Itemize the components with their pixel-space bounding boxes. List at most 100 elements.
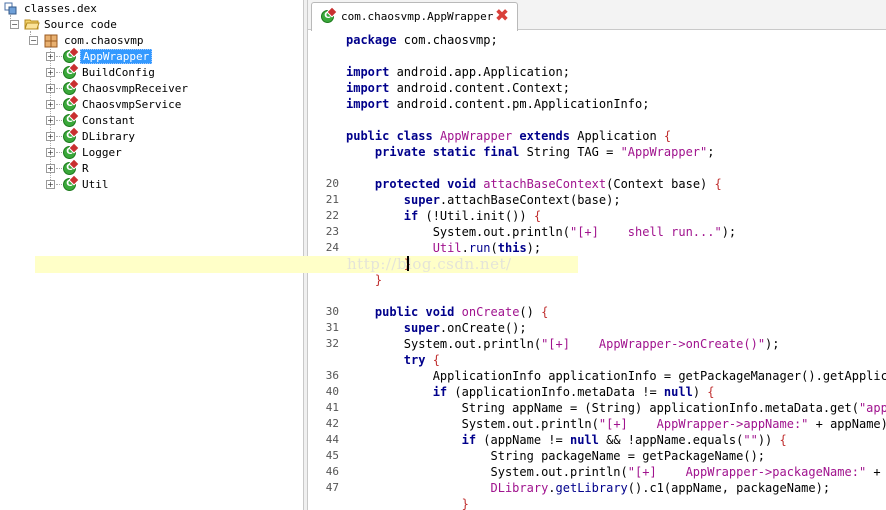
code-token: [346, 353, 404, 367]
code-token: [346, 241, 433, 255]
expand-icon[interactable]: +: [46, 100, 55, 109]
code-line[interactable]: public class AppWrapper extends Applicat…: [346, 128, 671, 144]
code-token: Application: [570, 129, 664, 143]
code-token: [346, 209, 404, 223]
code-line[interactable]: }: [346, 256, 411, 272]
code-line[interactable]: protected void attachBaseContext(Context…: [346, 176, 722, 192]
code-token: [346, 193, 404, 207]
text-cursor: [407, 256, 409, 271]
tree-guide: [56, 184, 62, 185]
code-line[interactable]: }: [346, 496, 469, 510]
expand-icon[interactable]: +: [46, 52, 55, 61]
code-line[interactable]: System.out.println("[+] AppWrapper->onCr…: [346, 336, 780, 352]
code-line[interactable]: DLibrary.getLibrary().c1(appName, packag…: [346, 480, 831, 496]
line-number: 45: [325, 449, 339, 462]
code-line[interactable]: if (applicationInfo.metaData != null) {: [346, 384, 715, 400]
code-token: [346, 145, 375, 159]
keyword-token: try: [403, 353, 426, 367]
code-token: System.out.println(: [346, 465, 628, 479]
code-token: .: [461, 241, 469, 255]
code-editor[interactable]: C com.chaosvmp.AppWrapper ✖: [308, 0, 886, 510]
tree-guide: [56, 88, 62, 89]
string-token: "[+] AppWrapper->packageName:": [627, 465, 867, 479]
code-line[interactable]: String appName = (String) applicationInf…: [346, 400, 886, 416]
line-number: 47: [325, 481, 339, 494]
code-line[interactable]: if (!Util.init()) {: [346, 208, 541, 224]
panel-splitter[interactable]: [303, 0, 308, 510]
keyword-token: super: [403, 321, 440, 335]
code-token: )): [757, 433, 780, 447]
line-number: 42: [325, 417, 339, 430]
close-icon[interactable]: ✖: [494, 6, 510, 26]
tree-label-package: com.chaosvmp: [64, 34, 144, 47]
code-line[interactable]: private static final String TAG = "AppWr…: [346, 144, 715, 160]
code-line[interactable]: ApplicationInfo applicationInfo = getPac…: [346, 368, 886, 384]
code-line[interactable]: public void onCreate() {: [346, 304, 548, 320]
code-token: + packageName);: [873, 465, 881, 479]
class-icon: C: [63, 130, 76, 143]
expand-icon[interactable]: +: [46, 116, 55, 125]
code-line[interactable]: String packageName = getPackageName();: [346, 448, 765, 464]
keyword-token: import: [346, 97, 390, 111]
expand-icon[interactable]: +: [46, 164, 55, 173]
keyword-token: private static final: [374, 145, 520, 159]
tree-label-class: BuildConfig: [82, 66, 155, 79]
expand-icon[interactable]: +: [46, 132, 55, 141]
watermark: http://blog.csdn.net/: [347, 255, 512, 273]
code-text[interactable]: package com.chaosvmp; import android.app.…: [346, 31, 886, 510]
code-token: String TAG =: [519, 145, 621, 159]
class-icon: C: [63, 114, 76, 127]
code-line[interactable]: Util.run(this);: [346, 240, 541, 256]
string-token: "": [743, 433, 758, 447]
keyword-token: public void: [374, 305, 455, 319]
code-line[interactable]: import android.app.Application;: [346, 64, 570, 80]
code-line[interactable]: System.out.println("[+] AppWrapper->appN…: [346, 416, 886, 432]
code-line[interactable]: super.attachBaseContext(base);: [346, 192, 621, 208]
line-number: 30: [325, 305, 339, 318]
code-token: System.out.println(: [346, 337, 542, 351]
code-token: (): [519, 305, 542, 319]
code-line[interactable]: if (appName != null && !appName.equals("…: [346, 432, 787, 448]
string-token: "app_name": [858, 401, 886, 415]
code-token: [346, 497, 462, 510]
line-number: 21: [325, 193, 339, 206]
code-token: (appName !=: [476, 433, 570, 447]
tree-label-class: AppWrapper: [80, 49, 153, 64]
code-token: ().c1(appName, packageName);: [627, 481, 831, 495]
expand-icon[interactable]: +: [46, 148, 55, 157]
tree-label-class: DLibrary: [82, 130, 135, 143]
tab-appwrapper[interactable]: C com.chaosvmp.AppWrapper ✖: [311, 2, 518, 31]
code-token: }: [461, 497, 469, 510]
code-line[interactable]: try {: [346, 352, 440, 368]
tree-label-class: Constant: [82, 114, 135, 127]
expand-icon[interactable]: +: [46, 84, 55, 93]
code-token: onCreate: [461, 305, 520, 319]
code-line[interactable]: super.onCreate();: [346, 320, 527, 336]
code-token: .attachBaseContext(base);: [439, 193, 621, 207]
code-line[interactable]: import android.content.Context;: [346, 80, 570, 96]
code-line[interactable]: }: [346, 272, 382, 288]
project-tree[interactable]: classes.dex − Source code − com.chaosvmp…: [0, 0, 303, 510]
code-token: }: [374, 273, 383, 287]
class-icon: C: [63, 146, 76, 159]
code-line[interactable]: import android.content.pm.ApplicationInf…: [346, 96, 649, 112]
keyword-token: super: [403, 193, 440, 207]
expand-icon[interactable]: +: [46, 180, 55, 189]
tab-title: com.chaosvmp.AppWrapper: [341, 10, 494, 23]
line-number: 24: [325, 241, 339, 254]
code-line[interactable]: System.out.println("[+] shell run...");: [346, 224, 736, 240]
code-token: System.out.println(: [346, 225, 570, 239]
package-icon: [44, 34, 58, 48]
code-line[interactable]: System.out.println("[+] AppWrapper->pack…: [346, 464, 886, 480]
code-token: {: [533, 209, 542, 223]
code-token: [346, 321, 404, 335]
code-line[interactable]: package com.chaosvmp;: [346, 32, 498, 48]
expand-icon[interactable]: +: [46, 68, 55, 77]
tree-guide: [56, 152, 62, 153]
code-token: attachBaseContext: [483, 177, 607, 191]
collapse-icon[interactable]: −: [10, 20, 19, 29]
collapse-icon[interactable]: −: [29, 36, 38, 45]
code-token: [425, 353, 432, 367]
code-token: );: [721, 225, 737, 239]
